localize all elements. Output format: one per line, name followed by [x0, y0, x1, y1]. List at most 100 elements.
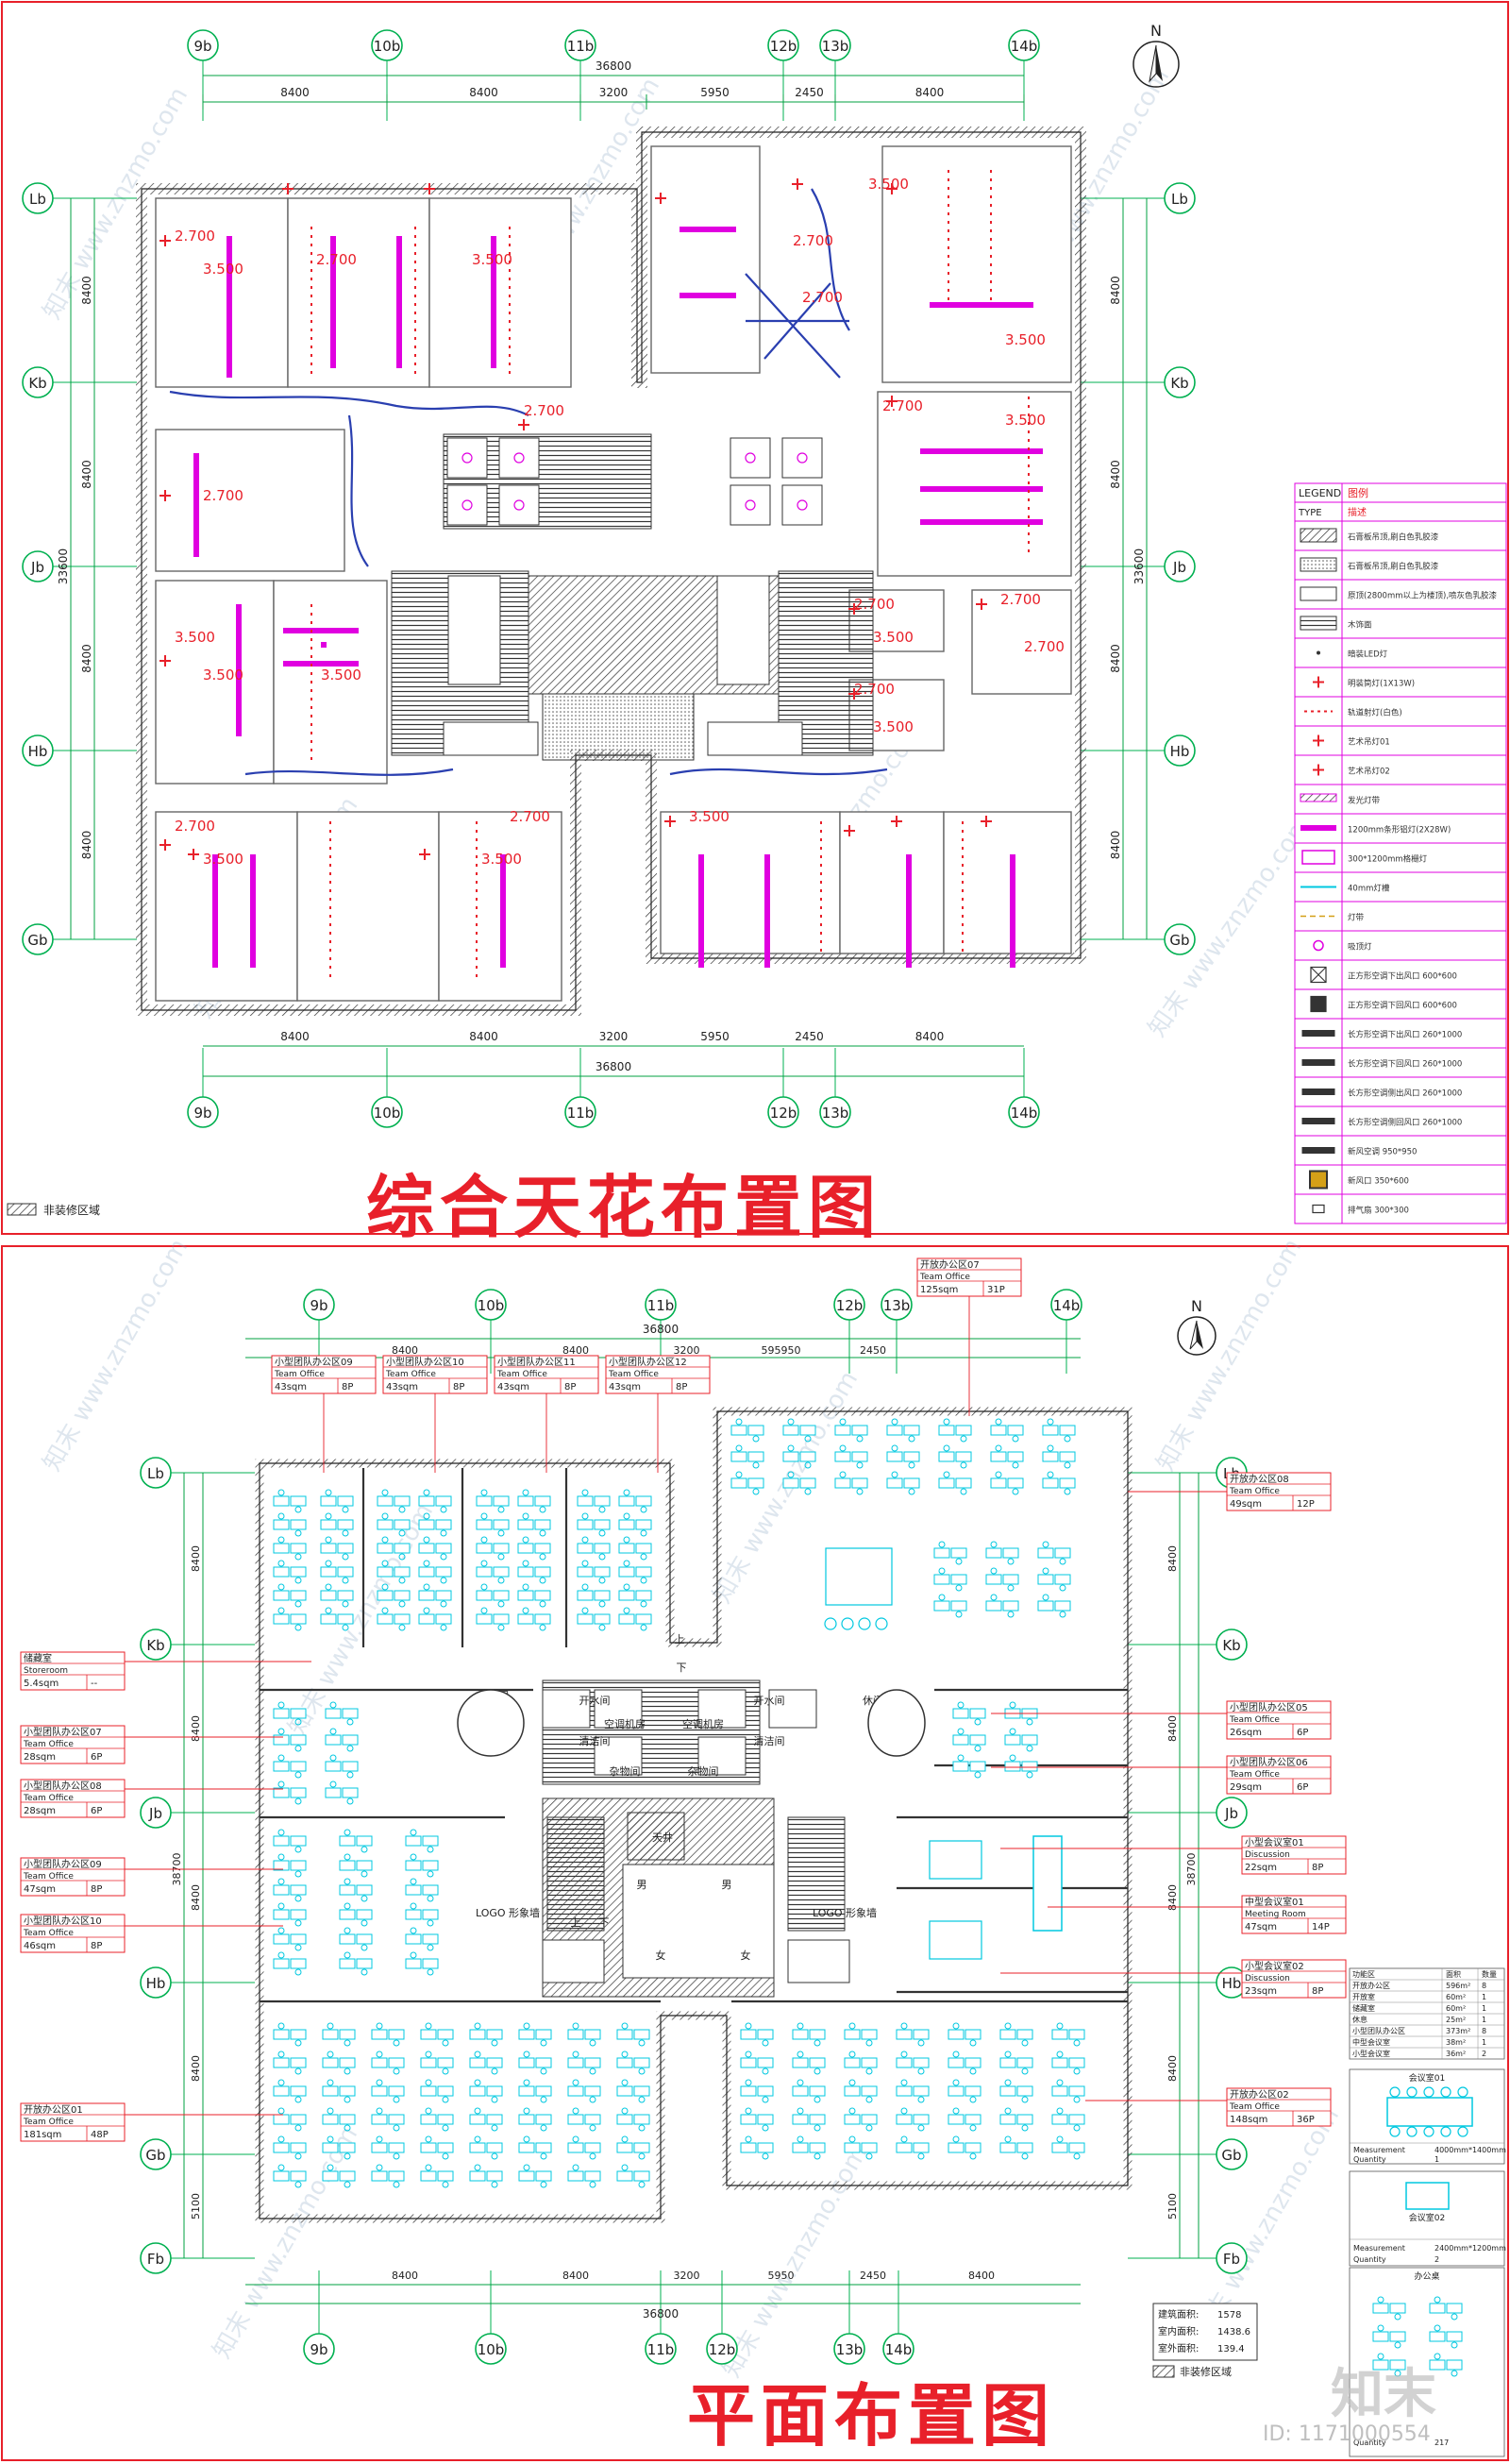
floor-core-label-6: 杂物间	[610, 1764, 641, 1778]
floor-team0506-desk	[952, 1761, 969, 1772]
floor-room-name-5: 开放办公区08	[1230, 1473, 1289, 1485]
floor-open08-desk	[1054, 1547, 1071, 1559]
ceiling-lamp-h-5	[920, 448, 1043, 454]
floor-open07-chair	[1047, 1418, 1054, 1426]
floor-open02-desk	[999, 2029, 1016, 2040]
floor-open01-chair	[540, 2096, 547, 2103]
floor-open02-chair	[745, 2135, 752, 2143]
floor-discussion-table-1	[929, 1840, 982, 1880]
floor-team12-desk	[594, 1519, 611, 1530]
floor-open02-desk	[757, 2029, 774, 2040]
floor-open02-desk	[999, 2114, 1016, 2125]
floor-room-name-11: 小型团队办公区05	[1230, 1701, 1308, 1713]
floor-room-en-10: Team Office	[23, 1929, 74, 1938]
floor-team0910-desk	[290, 1835, 307, 1847]
floor-open01-desk	[486, 2085, 503, 2097]
floor-team10-desk	[394, 1519, 411, 1530]
floor-team10-desk	[377, 1566, 394, 1578]
floor-team09-chair	[342, 1600, 349, 1608]
floor-open01-desk	[273, 2057, 290, 2068]
floor-outer-wall-line	[259, 1410, 1129, 2219]
floor-core-label-8: 男	[637, 1879, 647, 1891]
floor-open01-desk	[322, 2114, 339, 2125]
floor-core-label-1: 开水间	[754, 1695, 785, 1707]
ceiling-elevator-l	[447, 575, 501, 685]
floor-axis-top-14b-label: 14b	[1053, 1297, 1081, 1314]
floor-team12-desk	[618, 1519, 635, 1530]
floor-team11-chair	[522, 1560, 529, 1567]
floor-stat-c2-3: 1	[1482, 2004, 1486, 2013]
ceiling-axis-top-9b-label: 9b	[193, 38, 211, 55]
floor-open02-chair	[1056, 2079, 1064, 2086]
floor-team12-desk	[618, 1495, 635, 1507]
floor-team0910-chair	[294, 1968, 302, 1976]
floor-team09-chair	[325, 1607, 332, 1614]
floor-team11-desk	[534, 1590, 551, 1601]
floor-open01-chair	[621, 2164, 629, 2171]
legend-item-18: 长方形空调下回风口 260*1000	[1348, 1059, 1462, 1070]
floor-team09-desk	[320, 1543, 337, 1554]
floor-open02-desk	[792, 2142, 809, 2153]
floor-open08-chair	[1042, 1594, 1049, 1601]
floor-team0910-desk	[273, 1933, 290, 1945]
floor-meeting02-measure-v: 2400mm*1200mm	[1434, 2244, 1506, 2253]
floor-team0708-chair	[329, 1728, 337, 1735]
floor-open02-chair	[762, 2124, 769, 2132]
floor-team0506-desk	[952, 1734, 969, 1746]
watermark-logo: 知末	[1331, 2364, 1436, 2425]
floor-office-sample-chair	[1434, 2296, 1441, 2304]
ceiling-sheet-frame	[1, 1, 1509, 1235]
floor-team0910-chair	[294, 1895, 302, 1902]
floor-team0910-desk	[422, 1860, 439, 1871]
floor-team0910-desk	[273, 1884, 290, 1896]
legend-symbol-4	[1317, 650, 1320, 655]
floor-team12-chair	[640, 1506, 647, 1513]
floor-open01-chair	[442, 2124, 449, 2132]
floor-open07-chair	[839, 1444, 847, 1452]
ceiling-axis-right-Lb-label: Lb	[1171, 191, 1188, 208]
floor-open02-chair	[900, 2135, 908, 2143]
ceiling-dim-0: 8400	[280, 86, 310, 99]
floor-open02-desk	[844, 2057, 861, 2068]
floor-room-name-13: 小型会议室01	[1245, 1836, 1304, 1848]
floor-open01-desk	[273, 2085, 290, 2097]
floor-team0910-desk	[356, 1860, 373, 1871]
floor-team12-chair	[623, 1607, 630, 1614]
floor-open02-desk	[999, 2142, 1016, 2153]
floor-open01-chair	[523, 2022, 530, 2030]
floor-open07-desk	[747, 1451, 764, 1462]
floor-open07-desk	[938, 1425, 955, 1436]
floor-open01-desk	[273, 2170, 290, 2182]
floor-open02-chair	[1021, 2039, 1029, 2047]
floor-room-box-17	[1226, 2087, 1332, 2127]
floor-open07-desk	[886, 1477, 903, 1489]
floor-open01-desk	[420, 2085, 437, 2097]
floor-open02-desk	[948, 2114, 965, 2125]
floor-team0708-chair	[346, 1745, 354, 1752]
floor-core-label-19: LOGO 形象墙	[476, 1906, 540, 1919]
floor-open01-chair	[277, 2051, 285, 2058]
floor-open01-desk	[388, 2029, 405, 2040]
ceiling-core-grid-1	[498, 437, 540, 479]
floor-team12-chair	[640, 1529, 647, 1537]
floor-open02-chair	[917, 2039, 925, 2047]
ceiling-side-dim-0: 8400	[80, 276, 93, 305]
floor-room-en-1: Team Office	[385, 1370, 436, 1379]
floor-room-area-10: 46sqm	[24, 1941, 56, 1951]
floor-team0506-desk	[969, 1708, 986, 1719]
floor-plan-title: 平面布置图	[687, 2376, 1056, 2456]
floor-open07-desk	[1007, 1451, 1024, 1462]
ceiling-lamp-h-1	[283, 661, 359, 667]
floor-team12-desk	[594, 1566, 611, 1578]
floor-team0910-chair	[410, 1853, 417, 1861]
floor-team0506-chair	[1026, 1745, 1033, 1752]
meeting01-chair	[1389, 2126, 1401, 2137]
floor-open08-chair	[955, 1558, 963, 1565]
floor-core-label-16: 下	[599, 1916, 610, 1929]
floor-north-arrow-left	[1189, 1320, 1198, 1350]
floor-open02-desk	[1016, 2029, 1033, 2040]
floor-team0506-desk	[1021, 1761, 1038, 1772]
floor-open07-desk	[886, 1425, 903, 1436]
floor-team0910-chair	[294, 1846, 302, 1853]
legend-symbol-2	[1300, 586, 1337, 601]
